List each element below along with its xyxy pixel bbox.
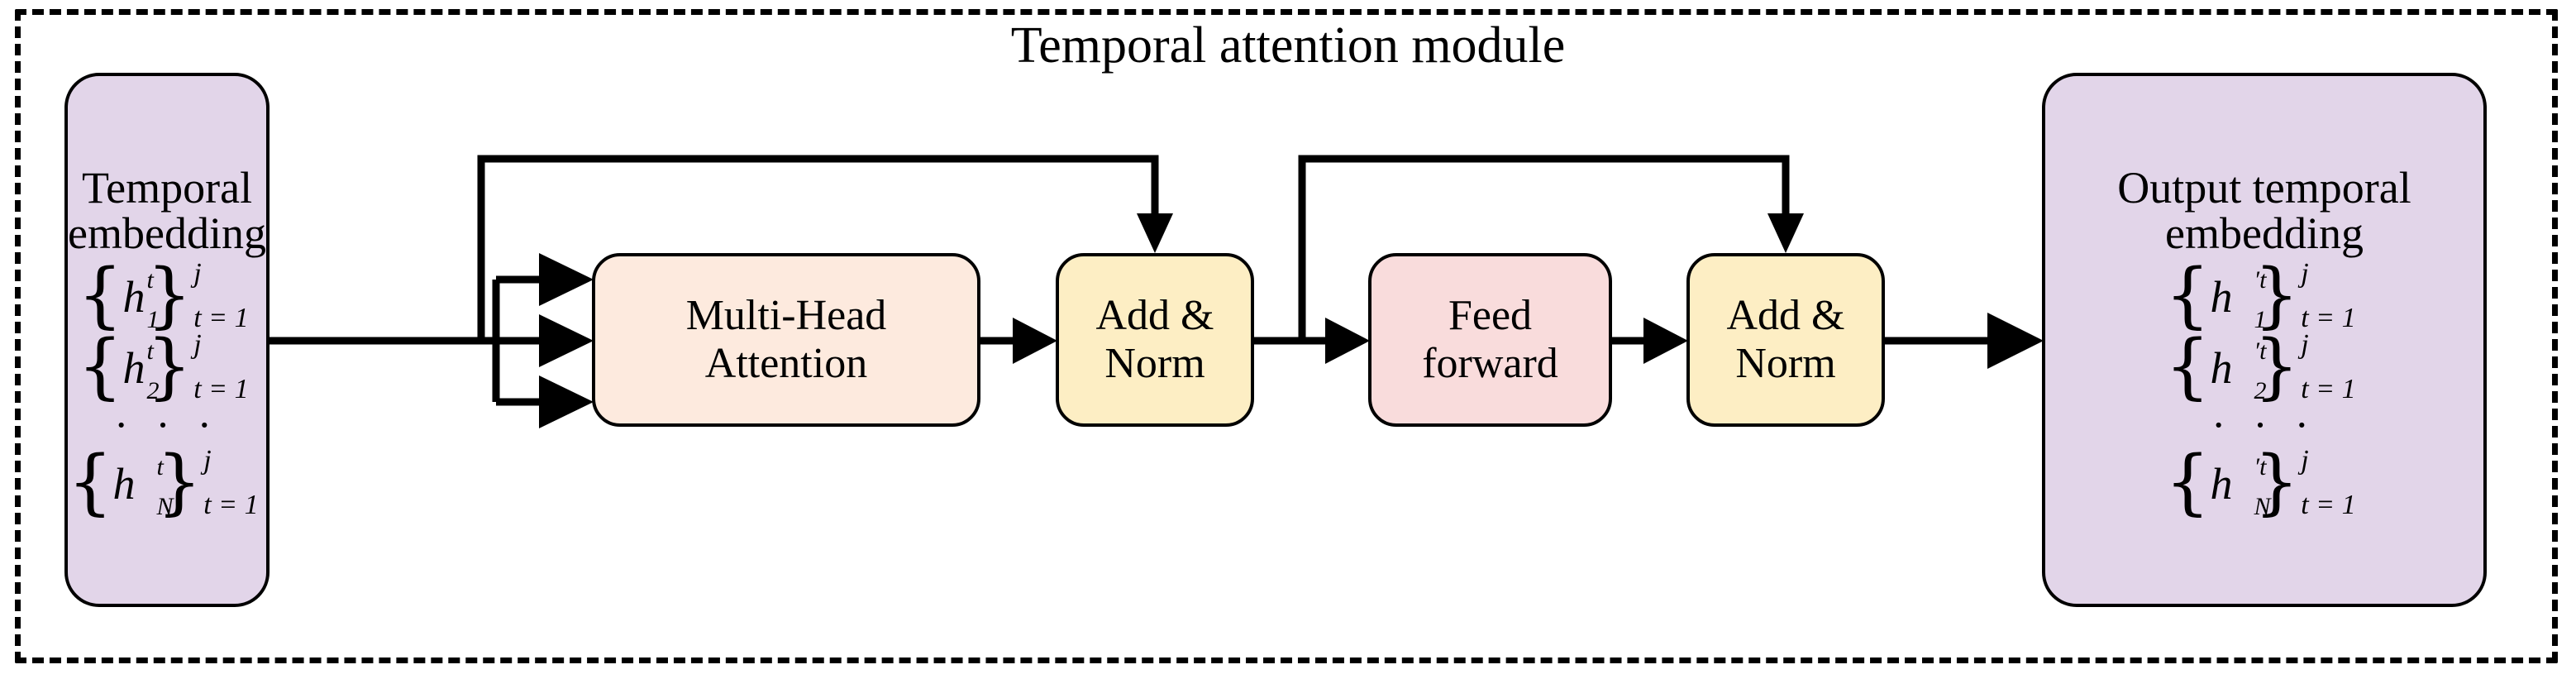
formula-limit-bottom: t = 1 [2301,303,2356,334]
brace-close-icon: } [146,324,193,408]
formula-subscript: 1 [146,306,160,334]
brace-close-icon: } [146,253,193,337]
brace-open-icon: { [67,440,113,524]
output-temporal-embedding-title: Output temporal embedding [2117,162,2411,258]
formula-ellipsis: · · · [2211,402,2317,450]
formula-limit-top: j [2301,445,2309,476]
formula-limit-top: j [203,445,212,476]
formula-limit-bottom: t = 1 [203,490,259,521]
brace-close-icon: } [2254,440,2300,524]
formula-limit-bottom: t = 1 [2301,374,2356,405]
temporal-embedding-title: Temporal embedding [68,162,266,258]
formula-limit-bottom: t = 1 [193,374,249,405]
brace-close-icon: } [2254,324,2300,408]
module-dashed-frame [15,9,2558,663]
formula-limit-top: j [2301,258,2309,289]
formula-subscript: 1 [2254,306,2267,334]
feed-forward-label: Feed forward [1422,291,1558,387]
formula-superscript: ′t [2254,337,2267,366]
brace-open-icon: { [2164,324,2211,408]
feed-forward-block: Feed forward [1368,253,1612,427]
formula-subscript: N [2254,493,2271,521]
formula-superscript: ′t [2254,453,2267,481]
brace-open-icon: { [77,324,123,408]
add-norm-1-label: Add & Norm [1095,291,1214,387]
formula-base: h [2210,343,2233,394]
multi-head-attention-label: Multi-Head Attention [685,291,887,387]
brace-close-icon: } [156,440,203,524]
formula-superscript: t [146,337,154,366]
formula-limit-bottom: t = 1 [2301,490,2356,521]
formula-base: h [122,272,145,323]
formula-base: h [2210,272,2233,323]
add-norm-2-block: Add & Norm [1686,253,1885,427]
multi-head-attention-block: Multi-Head Attention [592,253,980,427]
formula-base: h [112,459,136,509]
formula-subscript: 2 [2254,377,2267,405]
formula-subscript: 2 [146,377,160,405]
formula-base: h [122,343,145,394]
formula-superscript: ′t [2254,266,2267,294]
module-title: Temporal attention module [1010,17,1566,74]
add-norm-2-label: Add & Norm [1726,291,1845,387]
brace-open-icon: { [2164,253,2211,337]
brace-close-icon: } [2254,253,2300,337]
formula-base: h [2210,459,2233,509]
formula-ellipsis: · · · [114,402,220,450]
formula-superscript: t [156,453,164,481]
formula-limit-top: j [193,258,202,289]
formula-subscript: N [156,493,174,521]
formula-limit-top: j [193,329,202,361]
brace-open-icon: { [77,253,123,337]
formula-superscript: t [146,266,154,294]
brace-open-icon: { [2164,440,2211,524]
formula-limit-bottom: t = 1 [193,303,249,334]
add-norm-1-block: Add & Norm [1056,253,1254,427]
formula-limit-top: j [2301,329,2309,361]
